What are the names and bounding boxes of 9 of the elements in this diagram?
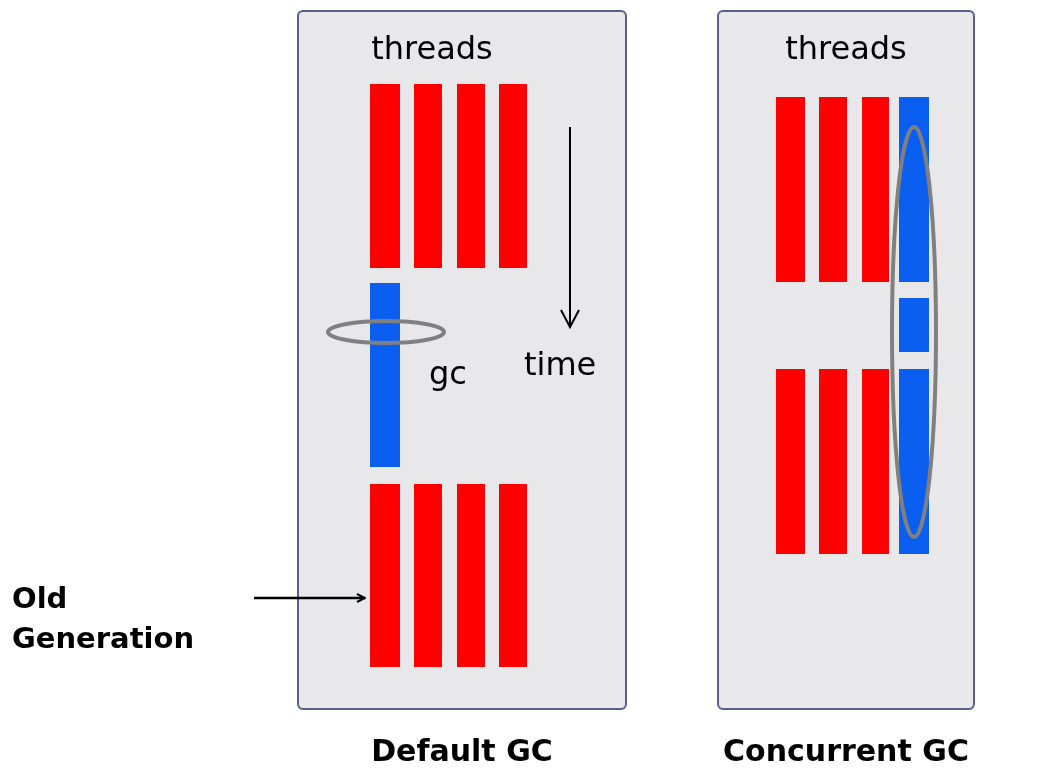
column-heading: threads — [370, 32, 494, 64]
gc-label: gc — [429, 357, 467, 389]
callout-text: Old Generation — [12, 580, 196, 657]
panel-title: Concurrent GC — [722, 736, 970, 766]
column-heading: threads — [784, 32, 908, 64]
thread-bar — [370, 484, 400, 667]
panel-title: Default GC — [370, 736, 554, 766]
arrow — [254, 593, 366, 603]
time-label: time — [524, 348, 597, 380]
